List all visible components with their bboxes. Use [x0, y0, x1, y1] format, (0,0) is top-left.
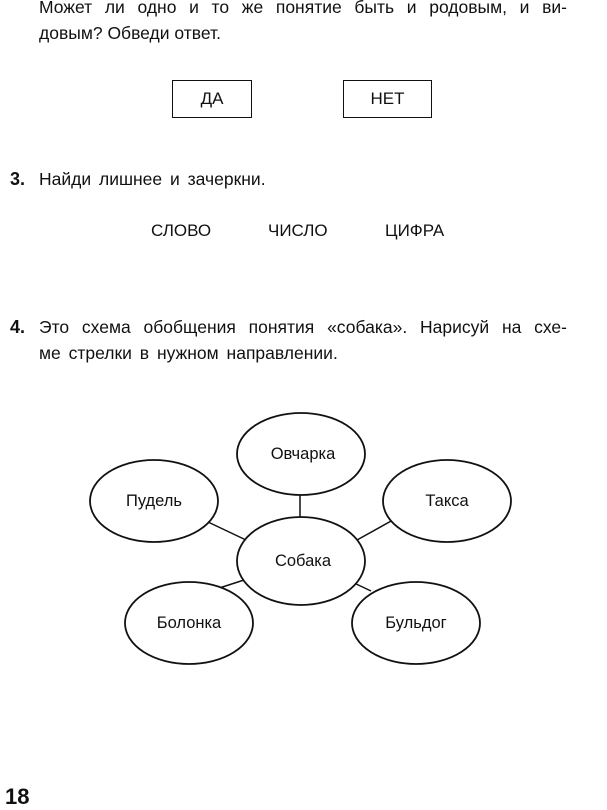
- question-4-line-2: ме стрелки в нужном направлении.: [39, 343, 338, 363]
- answer-no-box[interactable]: НЕТ: [343, 80, 432, 118]
- question-2-line-1: Может ли одно и то же понятие быть и род…: [39, 0, 567, 17]
- answer-yes-box[interactable]: ДА: [172, 80, 252, 118]
- page-number: 18: [5, 784, 30, 809]
- node-sobaka-label: Собака: [275, 552, 332, 570]
- node-ovcharka-label: Овчарка: [271, 445, 336, 463]
- node-bolonka-ellipse[interactable]: [124, 581, 254, 665]
- word-cifra[interactable]: ЦИФРА: [385, 221, 445, 240]
- node-pudel-label: Пудель: [126, 492, 182, 510]
- question-4-number: 4.: [10, 317, 26, 337]
- connector-pudel: [207, 521, 247, 541]
- answer-yes-label: ДА: [200, 89, 224, 108]
- node-buldog-label: Бульдог: [385, 614, 446, 632]
- node-ovcharka-ellipse[interactable]: [236, 412, 366, 496]
- node-taksa-label: Такса: [425, 492, 469, 510]
- node-taksa-ellipse[interactable]: [382, 459, 512, 543]
- node-sobaka-ellipse[interactable]: [236, 516, 366, 606]
- node-buldog-ellipse[interactable]: [351, 581, 481, 665]
- connector-taksa: [356, 519, 394, 541]
- node-bolonka-label: Болонка: [157, 614, 222, 632]
- word-chislo[interactable]: ЧИСЛО: [268, 221, 328, 240]
- question-3-number: 3.: [10, 169, 26, 189]
- question-2-line-2: довым? Обведи ответ.: [39, 23, 221, 43]
- question-4-line-1: Это схема обобщения понятия «собака». На…: [39, 317, 567, 337]
- question-3-text: Найди лишнее и зачеркни.: [39, 169, 266, 189]
- answer-no-label: НЕТ: [370, 89, 405, 108]
- word-slovo[interactable]: СЛОВО: [151, 221, 212, 240]
- node-pudel-ellipse[interactable]: [89, 459, 219, 543]
